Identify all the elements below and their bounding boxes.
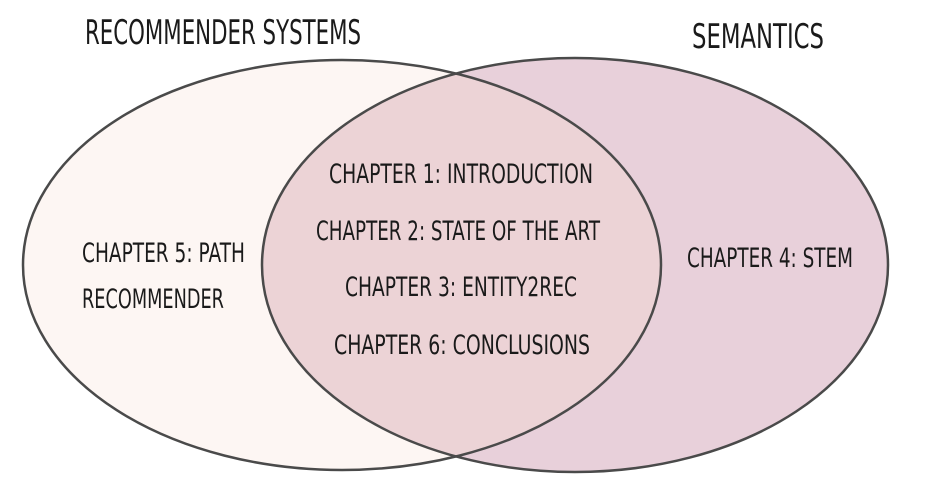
overlap-item-3: CHAPTER 3: ENTITY2REC: [345, 272, 577, 303]
overlap-item-1: CHAPTER 1: INTRODUCTION: [329, 159, 593, 190]
overlap-item-2: CHAPTER 2: STATE OF THE ART: [316, 216, 600, 247]
recommender-systems-title: RECOMMENDER SYSTEMS: [85, 13, 361, 53]
right-only-item-1: CHAPTER 4: STEM: [687, 243, 853, 274]
semantics-outline: [260, 56, 890, 474]
left-only-line-1: CHAPTER 5: PATH: [82, 238, 245, 269]
semantics-title: SEMANTICS: [692, 17, 824, 57]
overlap-item-4: CHAPTER 6: CONCLUSIONS: [334, 330, 590, 361]
recommender-systems-outline: [21, 58, 663, 472]
overlap-region: [262, 60, 661, 470]
left-only-line-2: RECOMMENDER: [82, 284, 224, 315]
